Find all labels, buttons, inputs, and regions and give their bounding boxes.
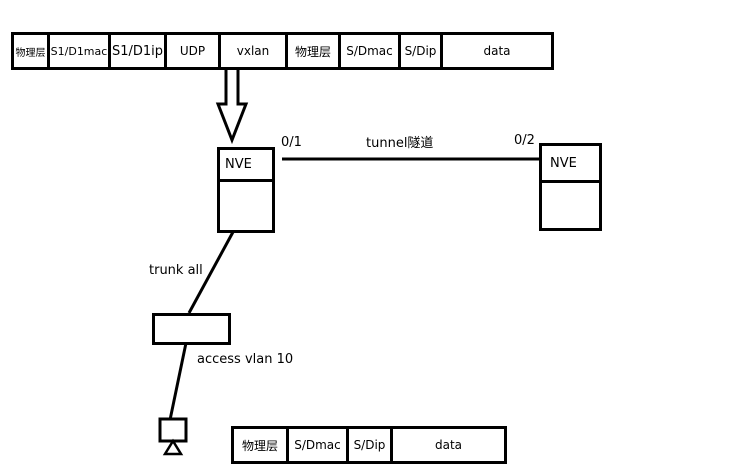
nve-left-label: NVE bbox=[220, 150, 272, 182]
encapsulation-arrow bbox=[215, 70, 249, 145]
packet-field: S/Dip bbox=[349, 429, 393, 461]
packet-field: UDP bbox=[167, 35, 221, 67]
packet-field: 物理层 bbox=[234, 429, 289, 461]
packet-field: vxlan bbox=[221, 35, 288, 67]
access-link bbox=[168, 342, 188, 421]
packet-field: S1/D1ip bbox=[111, 35, 167, 67]
tunnel-label: tunnel隧道 bbox=[366, 136, 434, 151]
packet-field: S/Dip bbox=[401, 35, 443, 67]
nve-right: NVE bbox=[539, 143, 602, 231]
nve-right-label: NVE bbox=[542, 146, 599, 183]
packet-field: data bbox=[434, 438, 463, 452]
trunk-label: trunk all bbox=[149, 263, 203, 278]
access-switch bbox=[152, 313, 231, 345]
packet-field: 物理层 bbox=[288, 35, 341, 67]
trunk-link bbox=[187, 231, 235, 314]
access-label: access vlan 10 bbox=[197, 352, 294, 367]
packet-field: S/Dmac bbox=[341, 35, 401, 67]
port-right-label: 0/2 bbox=[514, 133, 535, 148]
port-left-label: 0/1 bbox=[281, 135, 302, 150]
host-icon bbox=[158, 417, 188, 456]
packet-field: 物理层 bbox=[14, 35, 50, 67]
original-packet: 物理层 S/Dmac S/Dip data bbox=[231, 426, 507, 464]
packet-field: data bbox=[483, 44, 511, 58]
packet-field: S/Dmac bbox=[289, 429, 349, 461]
packet-field: S1/D1mac bbox=[50, 35, 111, 67]
vxlan-packet-header: 物理层 S1/D1mac S1/D1ip UDP vxlan 物理层 S/Dma… bbox=[11, 32, 554, 70]
nve-left: NVE bbox=[217, 147, 275, 233]
